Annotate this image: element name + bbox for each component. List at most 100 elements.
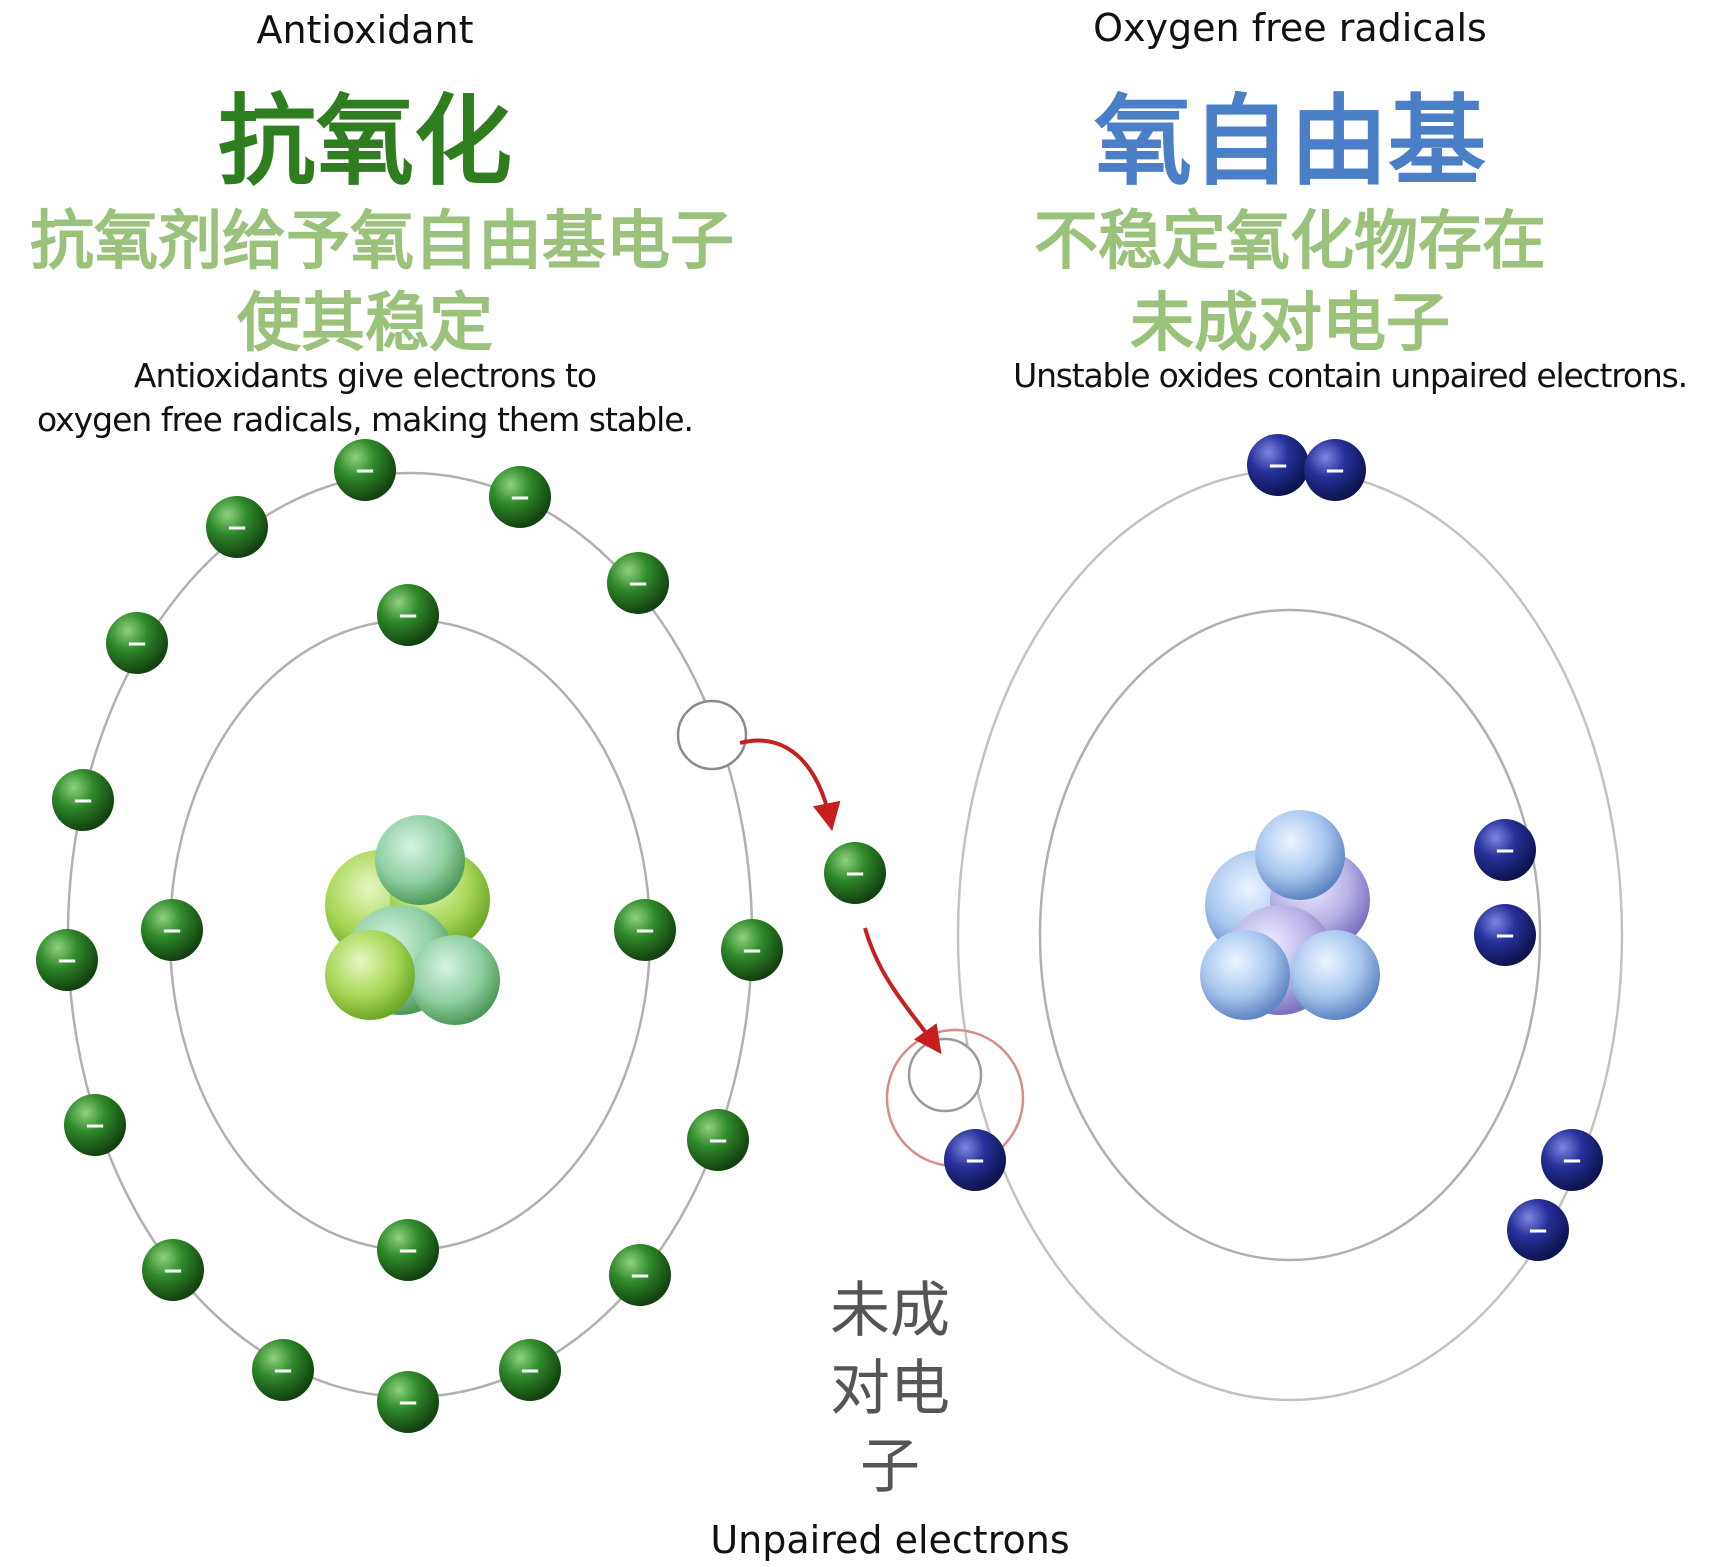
minus-sign: −	[707, 1126, 729, 1156]
antioxidant-electron: −	[377, 1371, 439, 1433]
radical-chinese-title: 氧自由基	[1093, 85, 1486, 199]
radical-electron-body	[1507, 1199, 1569, 1261]
antioxidant-electron-body	[687, 1109, 749, 1171]
minus-sign: −	[634, 916, 656, 946]
antioxidant-electron: −	[687, 1109, 749, 1171]
radical-nucleus	[1200, 810, 1380, 1020]
antioxidant-electron-body	[377, 1371, 439, 1433]
antioxidant-description-line1: Antioxidants give electrons to	[133, 356, 597, 395]
minus-sign: −	[964, 1146, 986, 1176]
transfer-arrow-1	[739, 738, 841, 831]
radical-electron: −	[1304, 439, 1366, 501]
antioxidant-electron-body	[377, 584, 439, 646]
donated-electron: −	[824, 842, 886, 904]
antioxidant-electron-body	[142, 1239, 204, 1301]
antioxidant-english-title: Antioxidant	[256, 8, 474, 52]
antioxidant-electron: −	[607, 552, 669, 614]
minus-sign: −	[509, 483, 531, 513]
radical-electron: −	[1474, 819, 1536, 881]
unpaired-chinese-label-line2: 对电	[830, 1354, 950, 1424]
antioxidant-electron: −	[377, 1219, 439, 1281]
radical-english-title: Oxygen free radicals	[1093, 6, 1487, 50]
minus-sign: −	[519, 1356, 541, 1386]
radical-electron-body	[1541, 1129, 1603, 1191]
radical-electron: −	[1247, 434, 1309, 496]
radical-electron: −	[1474, 904, 1536, 966]
minus-sign: −	[272, 1356, 294, 1386]
unpaired-chinese-label-line3: 子	[860, 1432, 920, 1502]
minus-sign: −	[161, 916, 183, 946]
minus-sign: −	[397, 601, 419, 631]
minus-sign: −	[1324, 456, 1346, 486]
electrons-layer: − − − − − − − − − − − − − − − − − − − − − − − − − − −	[36, 434, 1603, 1433]
antioxidant-electron-body	[721, 919, 783, 981]
transfer-arrow-2	[863, 927, 942, 1055]
minus-sign: −	[627, 569, 649, 599]
antioxidant-electron-body	[252, 1339, 314, 1401]
radical-electron: −	[1541, 1129, 1603, 1191]
minus-sign: −	[162, 1256, 184, 1286]
antioxidant-electron-body	[206, 496, 268, 558]
antioxidant-chinese-subtitle-line2: 使其稳定	[237, 287, 493, 361]
radical-electron: −	[1507, 1199, 1569, 1261]
radical-chinese-subtitle-line2: 未成对电子	[1130, 287, 1450, 361]
radical-electron-body	[1304, 439, 1366, 501]
antioxidant-electron: −	[489, 466, 551, 528]
minus-sign: −	[397, 1236, 419, 1266]
antioxidant-electron-body	[499, 1339, 561, 1401]
minus-sign: −	[741, 936, 763, 966]
antioxidant-electron: −	[252, 1339, 314, 1401]
minus-sign: −	[1527, 1216, 1549, 1246]
antioxidant-electron-body	[489, 466, 551, 528]
radical-chinese-subtitle-line1: 不稳定氧化物存在	[1034, 205, 1546, 279]
antioxidant-electron: −	[206, 496, 268, 558]
antioxidant-electron-body	[141, 899, 203, 961]
radical-electron-body	[1247, 434, 1309, 496]
antioxidant-nucleus	[325, 815, 500, 1025]
unpaired-chinese-label-line1: 未成	[830, 1276, 950, 1346]
minus-sign: −	[844, 859, 866, 889]
antioxidant-electron: −	[64, 1094, 126, 1156]
minus-sign: −	[354, 456, 376, 486]
antioxidant-electron: −	[106, 612, 168, 674]
antioxidant-description-line2: oxygen free radicals, making them stable…	[36, 400, 694, 439]
antioxidant-electron-body	[377, 1219, 439, 1281]
antioxidant-electron-body	[106, 612, 168, 674]
radical-electron-body	[1474, 819, 1536, 881]
donated-electron-vacancy	[676, 699, 748, 771]
minus-sign: −	[56, 946, 78, 976]
antioxidant-electron-body	[64, 1094, 126, 1156]
antioxidant-electron: −	[52, 769, 114, 831]
antioxidant-electron-body	[607, 552, 669, 614]
minus-sign: −	[1267, 451, 1289, 481]
minus-sign: −	[84, 1111, 106, 1141]
minus-sign: −	[1494, 921, 1516, 951]
antioxidant-electron: −	[377, 584, 439, 646]
unpaired-electron-body	[944, 1129, 1006, 1191]
minus-sign: −	[72, 786, 94, 816]
antioxidant-electron-body	[334, 439, 396, 501]
antioxidant-electron: −	[334, 439, 396, 501]
donated-electron-body	[824, 842, 886, 904]
antioxidant-chinese-title: 抗氧化	[217, 85, 512, 199]
minus-sign: −	[397, 1388, 419, 1418]
minus-sign: −	[126, 629, 148, 659]
radical-description: Unstable oxides contain unpaired electro…	[1013, 356, 1688, 395]
antioxidant-electron: −	[721, 919, 783, 981]
antioxidant-electron-body	[609, 1244, 671, 1306]
antioxidant-electron: −	[614, 899, 676, 961]
minus-sign: −	[1494, 836, 1516, 866]
minus-sign: −	[226, 513, 248, 543]
antioxidant-electron: −	[36, 929, 98, 991]
antioxidant-electron-body	[36, 929, 98, 991]
antioxidant-electron-body	[614, 899, 676, 961]
antioxidant-electron: −	[142, 1239, 204, 1301]
antioxidant-electron: −	[499, 1339, 561, 1401]
antioxidant-electron-body	[52, 769, 114, 831]
minus-sign: −	[629, 1261, 651, 1291]
radical-electron-body	[1474, 904, 1536, 966]
radical-inner-orbit	[1038, 608, 1542, 1262]
antioxidant-electron: −	[141, 899, 203, 961]
